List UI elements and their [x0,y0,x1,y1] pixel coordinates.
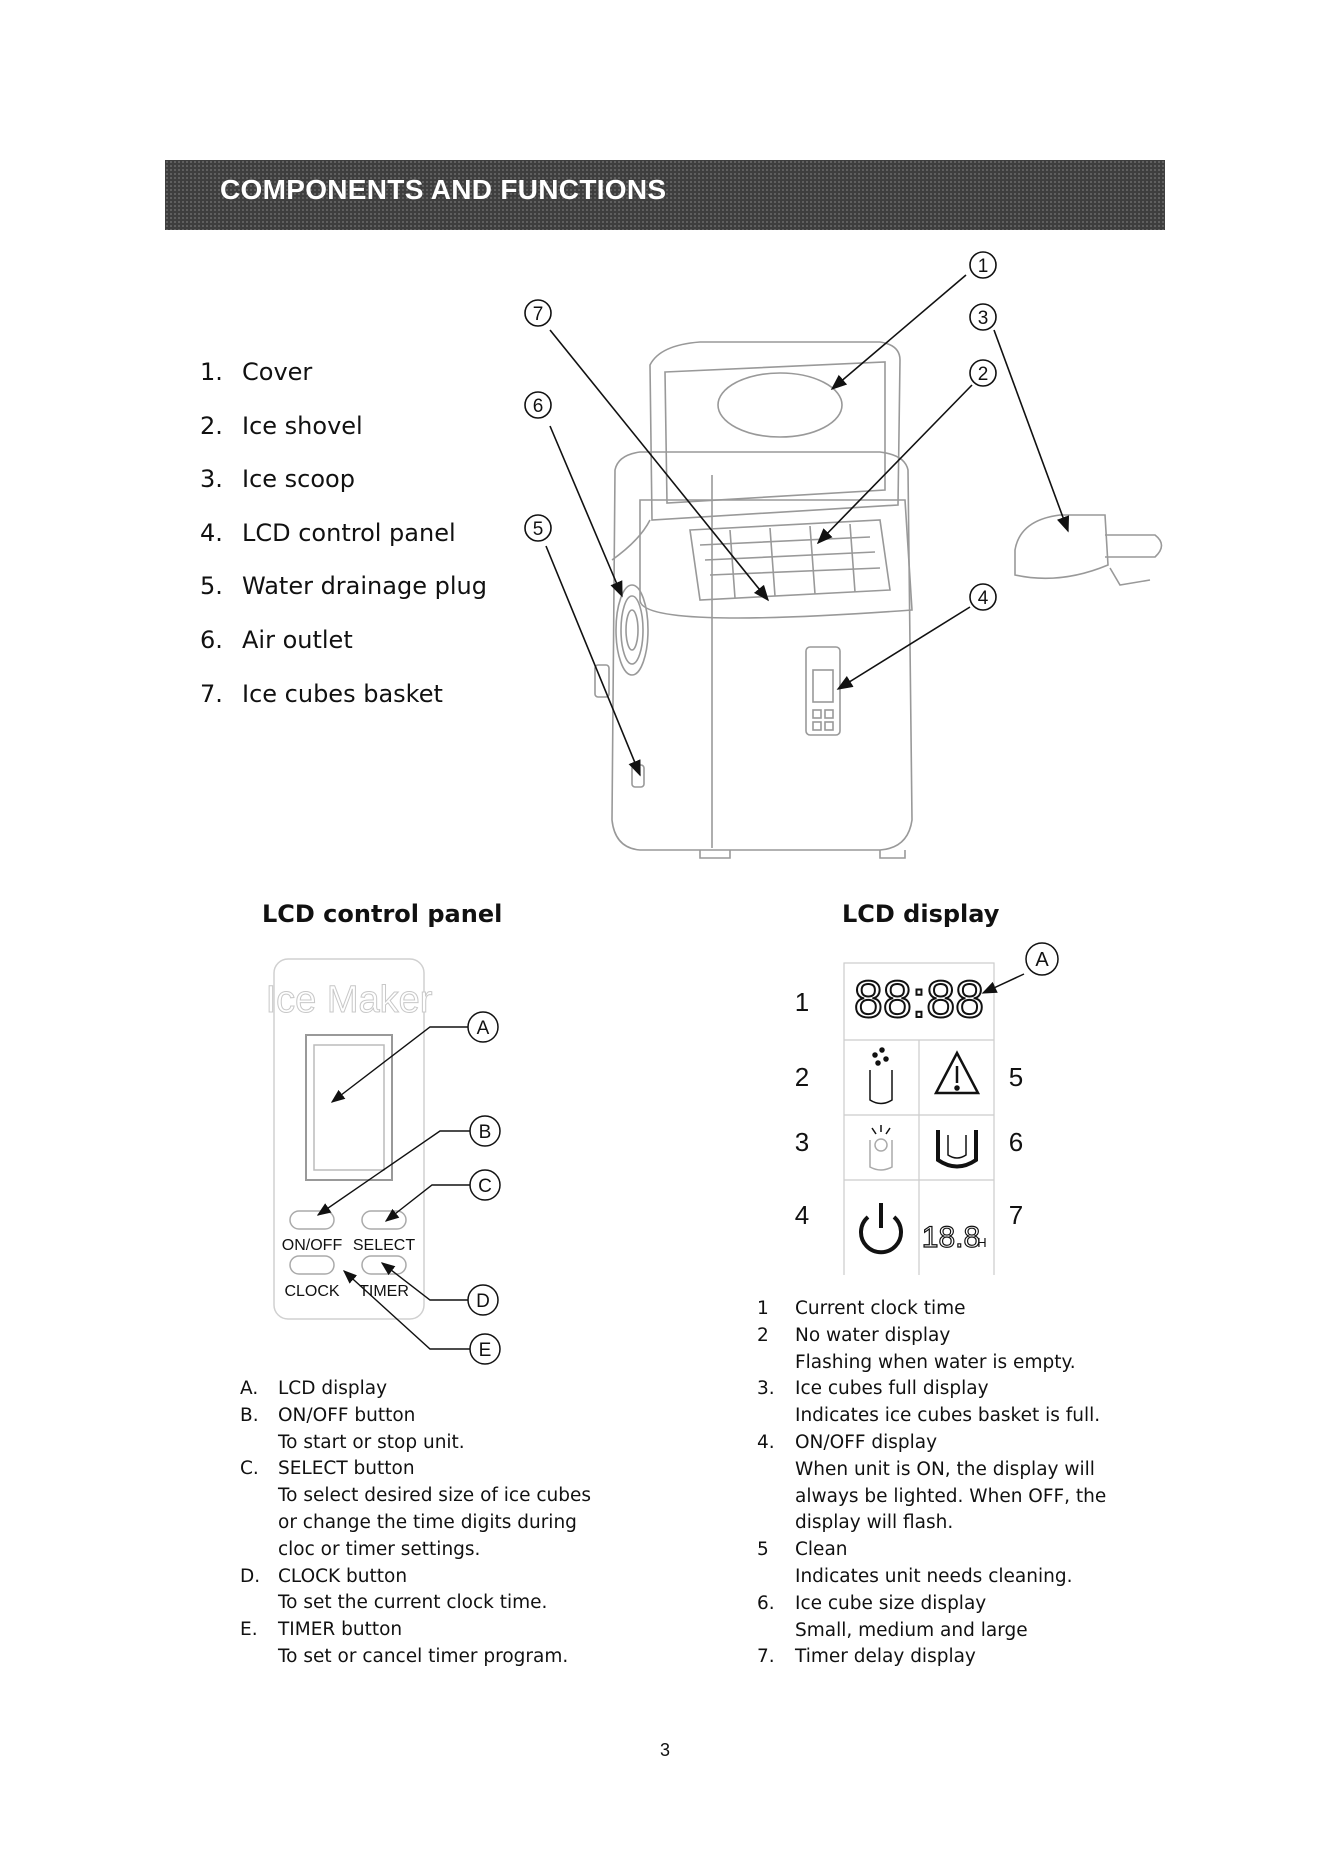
callout-5: 5 [533,519,544,540]
lcd-display-title: LCD display [842,900,1000,928]
row-number-5: 5 [1009,1062,1023,1092]
onoff-button[interactable] [289,1210,335,1230]
component-item: 7.Ice cubes basket [200,679,443,708]
description-item: A.LCD display [240,1378,388,1399]
row-number-4: 4 [795,1200,809,1230]
component-item: 4.LCD control panel [200,518,456,547]
brand-label: Ice Maker [266,979,433,1021]
ice-full-icon [869,1125,893,1171]
callout-c: C [478,1176,492,1197]
callout-3: 3 [978,308,989,329]
timer-digits: 18.8 [922,1221,980,1254]
row-number-6: 6 [1009,1127,1023,1157]
lcd-display-diagram: 88:88 18.8 H 1 2 3 4 5 6 7 A [795,942,1059,1275]
row-number-1: 1 [795,987,809,1017]
component-item: 5.Water drainage plug [200,572,487,601]
clock-button[interactable] [289,1255,335,1275]
clean-warning-icon [933,1050,981,1095]
section-banner: COMPONENTS AND FUNCTIONS [165,160,1165,230]
ice-maker-illustration: 1 2 3 4 5 6 7 [524,251,1163,859]
callout-d: D [476,1291,490,1312]
clock-label: CLOCK [284,1283,339,1300]
component-item: 3.Ice scoop [200,465,355,494]
select-button[interactable] [361,1210,407,1230]
timer-unit: H [977,1235,986,1250]
callout-4: 4 [978,588,989,609]
callout-e: E [479,1340,492,1361]
no-water-icon [869,1047,893,1105]
lcd-screen [305,1034,393,1181]
callout-1: 1 [978,256,989,277]
component-item: 1.Cover [200,358,313,386]
callout-a: A [477,1018,490,1039]
component-item: 6.Air outlet [200,625,353,654]
ice-size-icon [936,1130,978,1169]
component-item: 2.Ice shovel [200,411,363,440]
row-number-2: 2 [795,1062,809,1092]
description-item: 7.Timer delay display [757,1646,976,1668]
row-number-3: 3 [795,1127,809,1157]
components-list: 1.Cover 2.Ice shovel 3.Ice scoop 4.LCD c… [200,352,487,727]
row-number-7: 7 [1009,1200,1023,1230]
display-callout-a: A [1035,949,1049,971]
callout-2: 2 [978,364,989,385]
callout-6: 6 [533,396,544,417]
power-icon [859,1203,903,1255]
callout-b: B [479,1122,492,1143]
section-title: COMPONENTS AND FUNCTIONS [220,174,667,205]
select-label: SELECT [353,1237,415,1254]
clock-digits: 88:88 [854,971,984,1029]
onoff-label: ON/OFF [282,1237,343,1254]
callout-7: 7 [533,304,544,325]
page-number: 3 [659,1740,670,1760]
lcd-panel-title: LCD control panel [262,900,503,928]
lcd-control-panel-diagram: Ice Maker ON/OFF SELECT CLOCK TIMER A B … [265,958,501,1365]
